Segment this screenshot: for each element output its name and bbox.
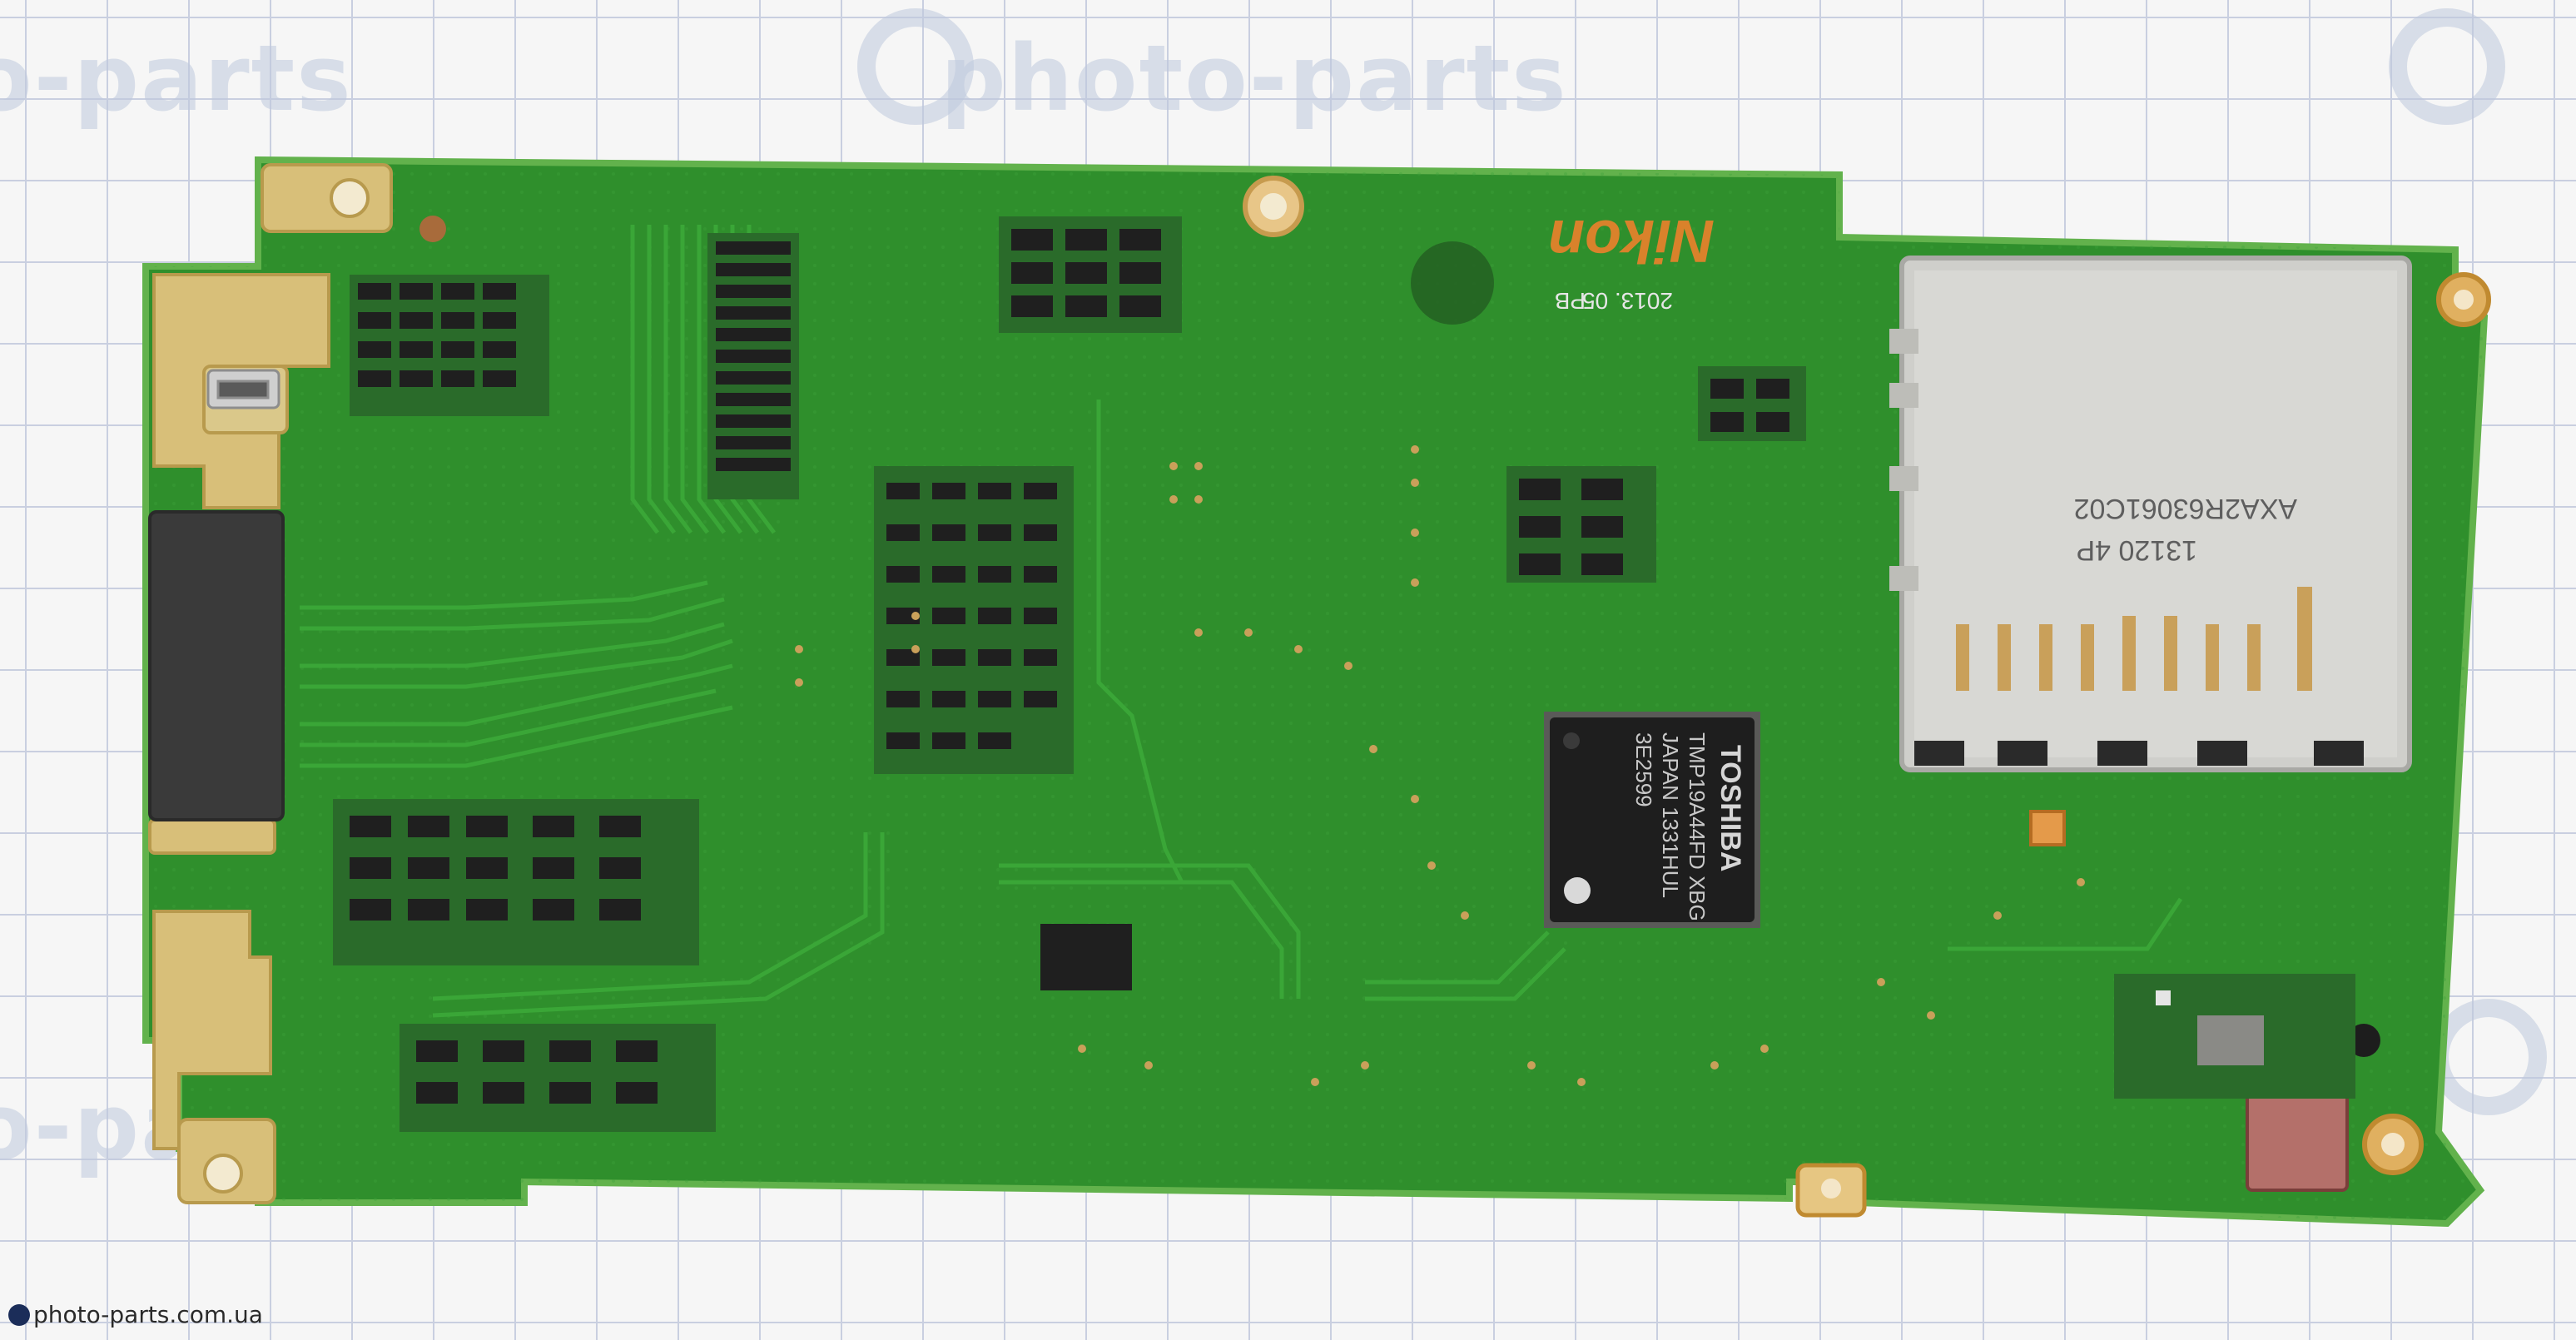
chip-label-4: 3E2599 <box>1631 732 1656 807</box>
chip-label-1: TOSHIBA <box>1715 745 1746 871</box>
foam-pad <box>148 510 285 821</box>
footer-url-text: photo-parts.com.ua <box>33 1301 263 1328</box>
smd-cluster-connector <box>707 233 799 499</box>
brand-marking: Nikon <box>1548 207 1715 274</box>
smd-cluster-top-mid <box>999 216 1182 333</box>
chip-label-2: TMP19A44FD XBG <box>1685 732 1710 921</box>
usb-connector <box>206 369 280 409</box>
watermark-top: photo-parts <box>941 25 1568 132</box>
footer-url: photo-parts.com.ua <box>8 1301 263 1328</box>
date-marking: 2013. 05 <box>1582 288 1673 314</box>
chip-label-3: JAPAN 1331HUL <box>1658 732 1683 898</box>
site-logo-icon <box>8 1303 30 1326</box>
smd-cluster-bottom-left <box>333 799 699 965</box>
sd-card-slot <box>1889 256 2412 772</box>
processor-chip <box>1544 712 1760 928</box>
slot-label-2: 13120 4P <box>2076 534 2197 566</box>
revision-marking: PB <box>1555 288 1586 314</box>
watermark-top-left: photo-parts <box>0 25 353 132</box>
slot-label-1: AXA2R63061C02 <box>2074 493 2297 524</box>
gold-bracket-bottom <box>148 818 276 1204</box>
smd-cluster-near-chip <box>1040 366 1806 990</box>
smd-cluster-bottom-left-2 <box>400 1024 716 1132</box>
smd-cluster-top-left <box>350 275 549 416</box>
smd-cluster-center <box>874 466 1074 774</box>
